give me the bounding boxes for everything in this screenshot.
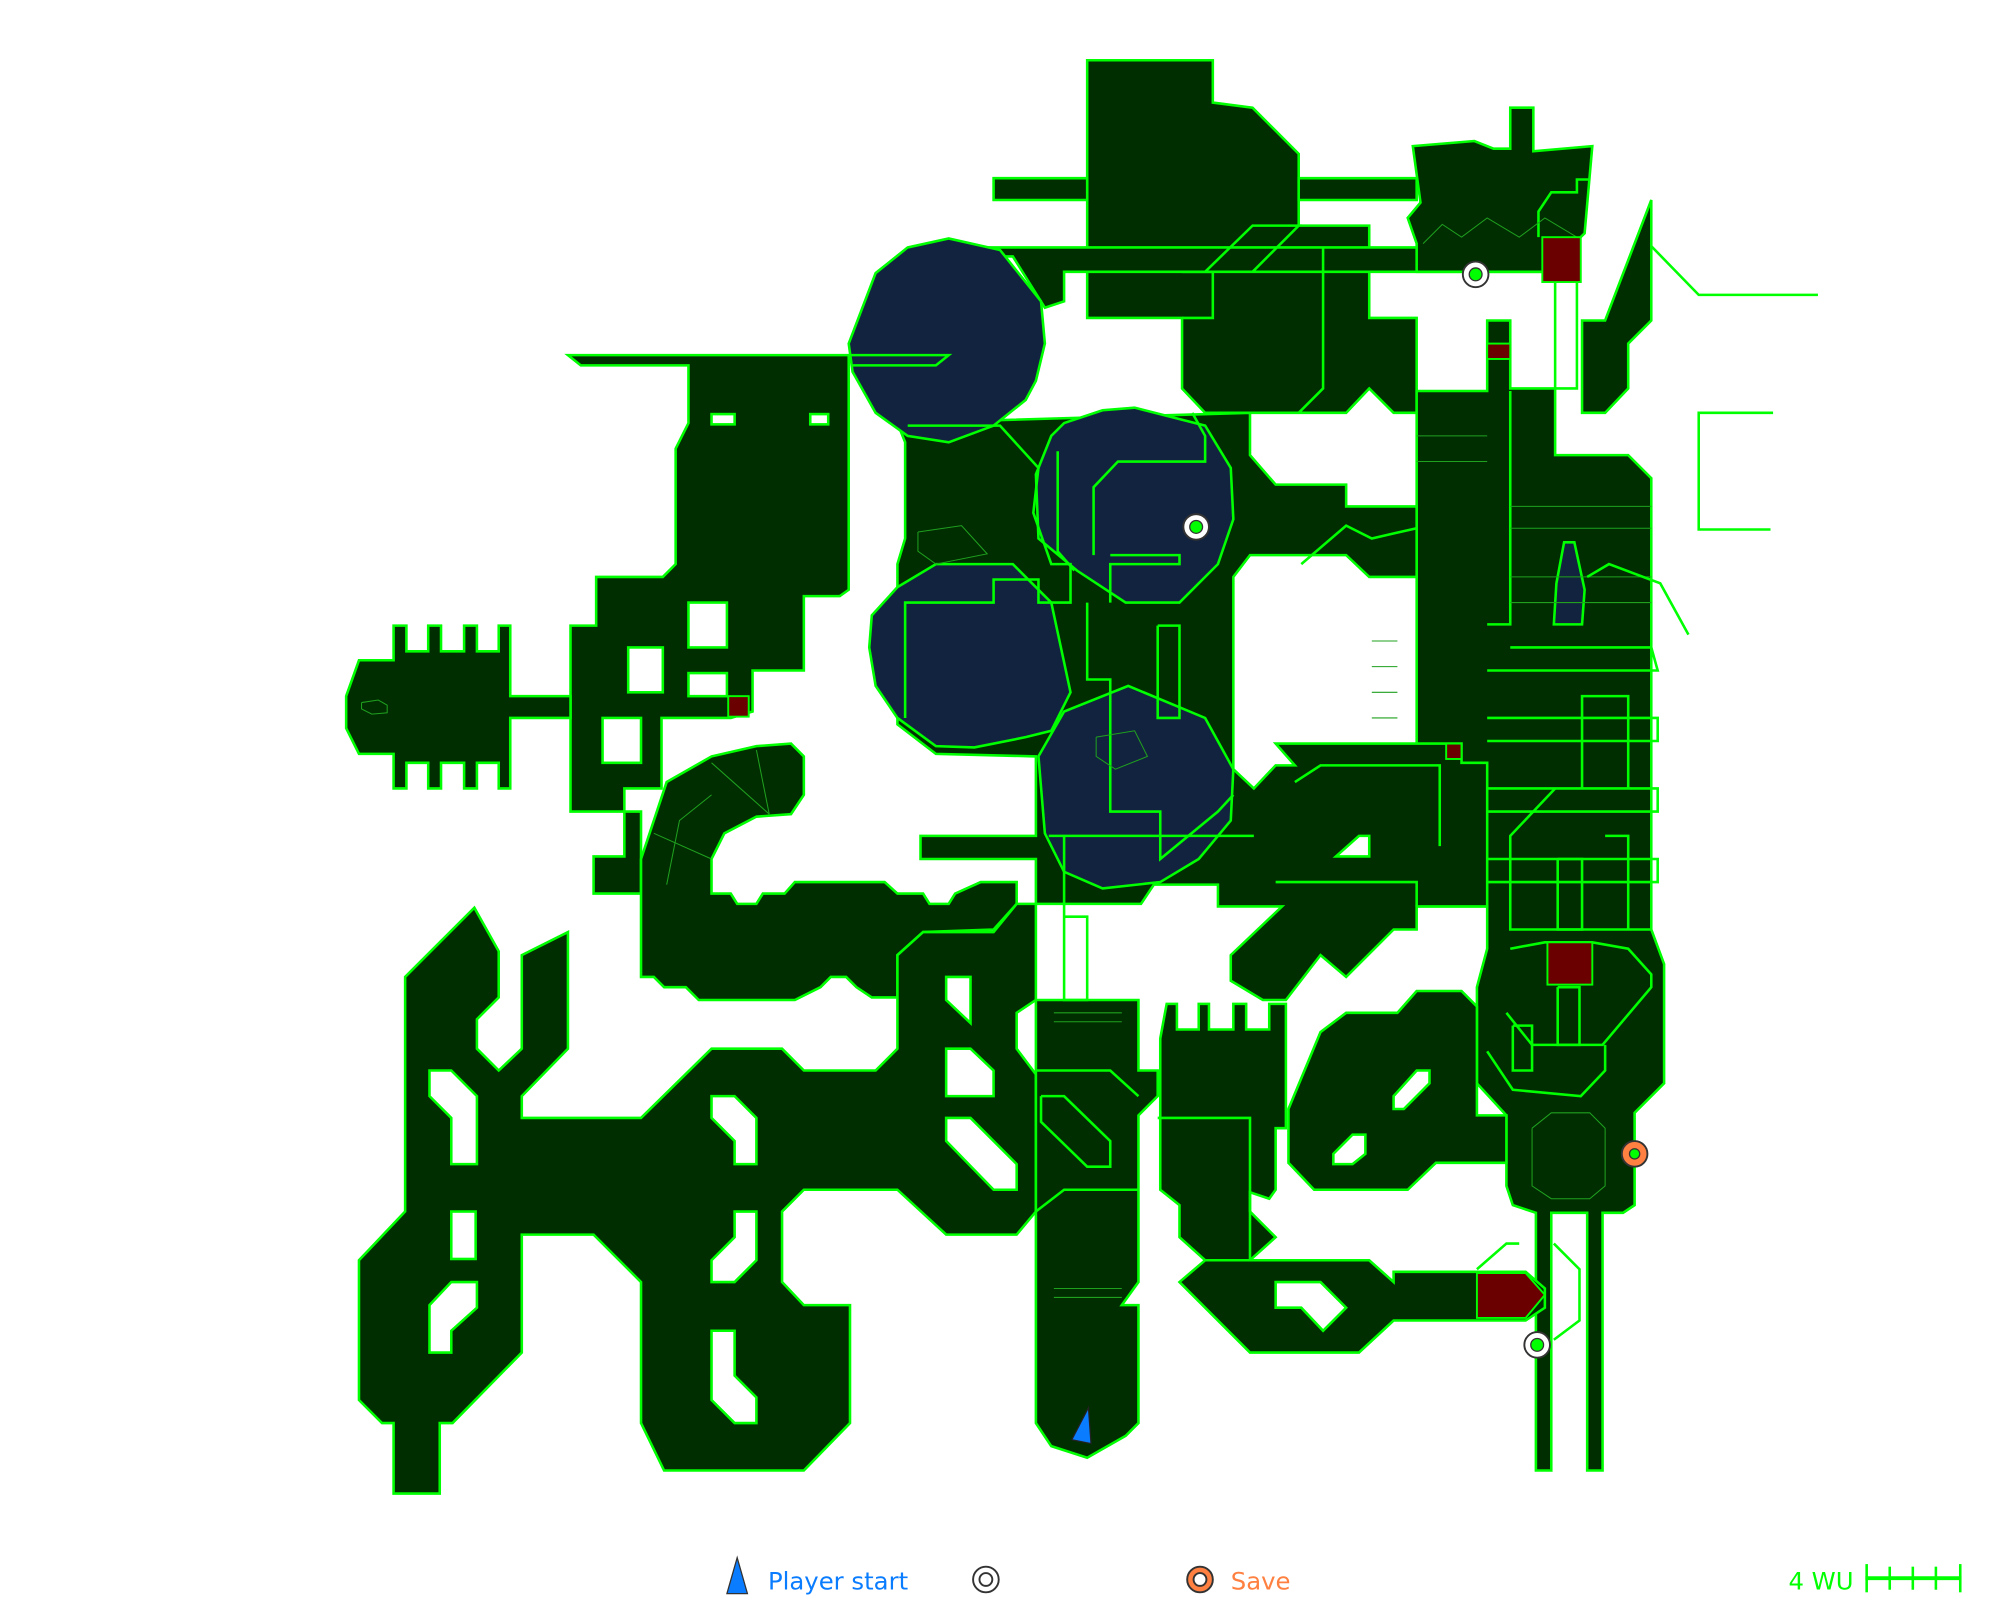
corridor-top-left xyxy=(992,176,1089,202)
hazard-zone xyxy=(1541,236,1582,284)
pool-right-slot xyxy=(1552,541,1586,626)
scale-label: 4 WU xyxy=(1788,1567,1853,1596)
legend: Player start Save 4 WU xyxy=(726,1555,1962,1596)
outside-lines xyxy=(1586,245,1818,636)
player-start-icon xyxy=(726,1555,749,1595)
detail-lines xyxy=(361,217,1652,1298)
corridor-top-right xyxy=(1297,176,1418,202)
save-marker-icon[interactable] xyxy=(1620,1140,1649,1168)
inner-walls xyxy=(848,178,1660,1341)
pool-top xyxy=(847,237,1047,444)
room-right-spike xyxy=(1580,199,1653,415)
room-left-cog xyxy=(344,624,572,790)
room-right-column xyxy=(1415,319,1666,1472)
save-marker-icon xyxy=(1186,1565,1214,1594)
legend-player-start-label: Player start xyxy=(768,1567,908,1596)
hazard-zone xyxy=(1475,1272,1547,1319)
hazard-zone xyxy=(1546,941,1594,986)
pool-lower-left xyxy=(867,562,1072,749)
markers xyxy=(1070,260,1649,1445)
target-marker-icon[interactable] xyxy=(1523,1331,1551,1359)
target-marker-icon xyxy=(972,1565,1000,1594)
scale-bar xyxy=(1865,1564,1962,1593)
target-marker-icon[interactable] xyxy=(1182,513,1210,541)
hazard-zone xyxy=(1445,742,1463,760)
player-start-icon[interactable] xyxy=(1070,1405,1092,1445)
legend-save-label: Save xyxy=(1231,1567,1291,1596)
hazard-zone xyxy=(1486,342,1512,360)
room-top-right xyxy=(1406,106,1594,274)
hazard-areas xyxy=(727,236,1594,1319)
hazard-zone xyxy=(727,695,750,718)
holes xyxy=(428,412,1431,1425)
target-marker-icon[interactable] xyxy=(1461,260,1490,289)
room-crenellated xyxy=(1158,1002,1288,1262)
room-bottom-center xyxy=(1034,998,1159,1460)
room-lower-right xyxy=(1177,1258,1547,1354)
room-curved-arm xyxy=(639,742,1018,1002)
room-top-tower xyxy=(1085,58,1418,415)
